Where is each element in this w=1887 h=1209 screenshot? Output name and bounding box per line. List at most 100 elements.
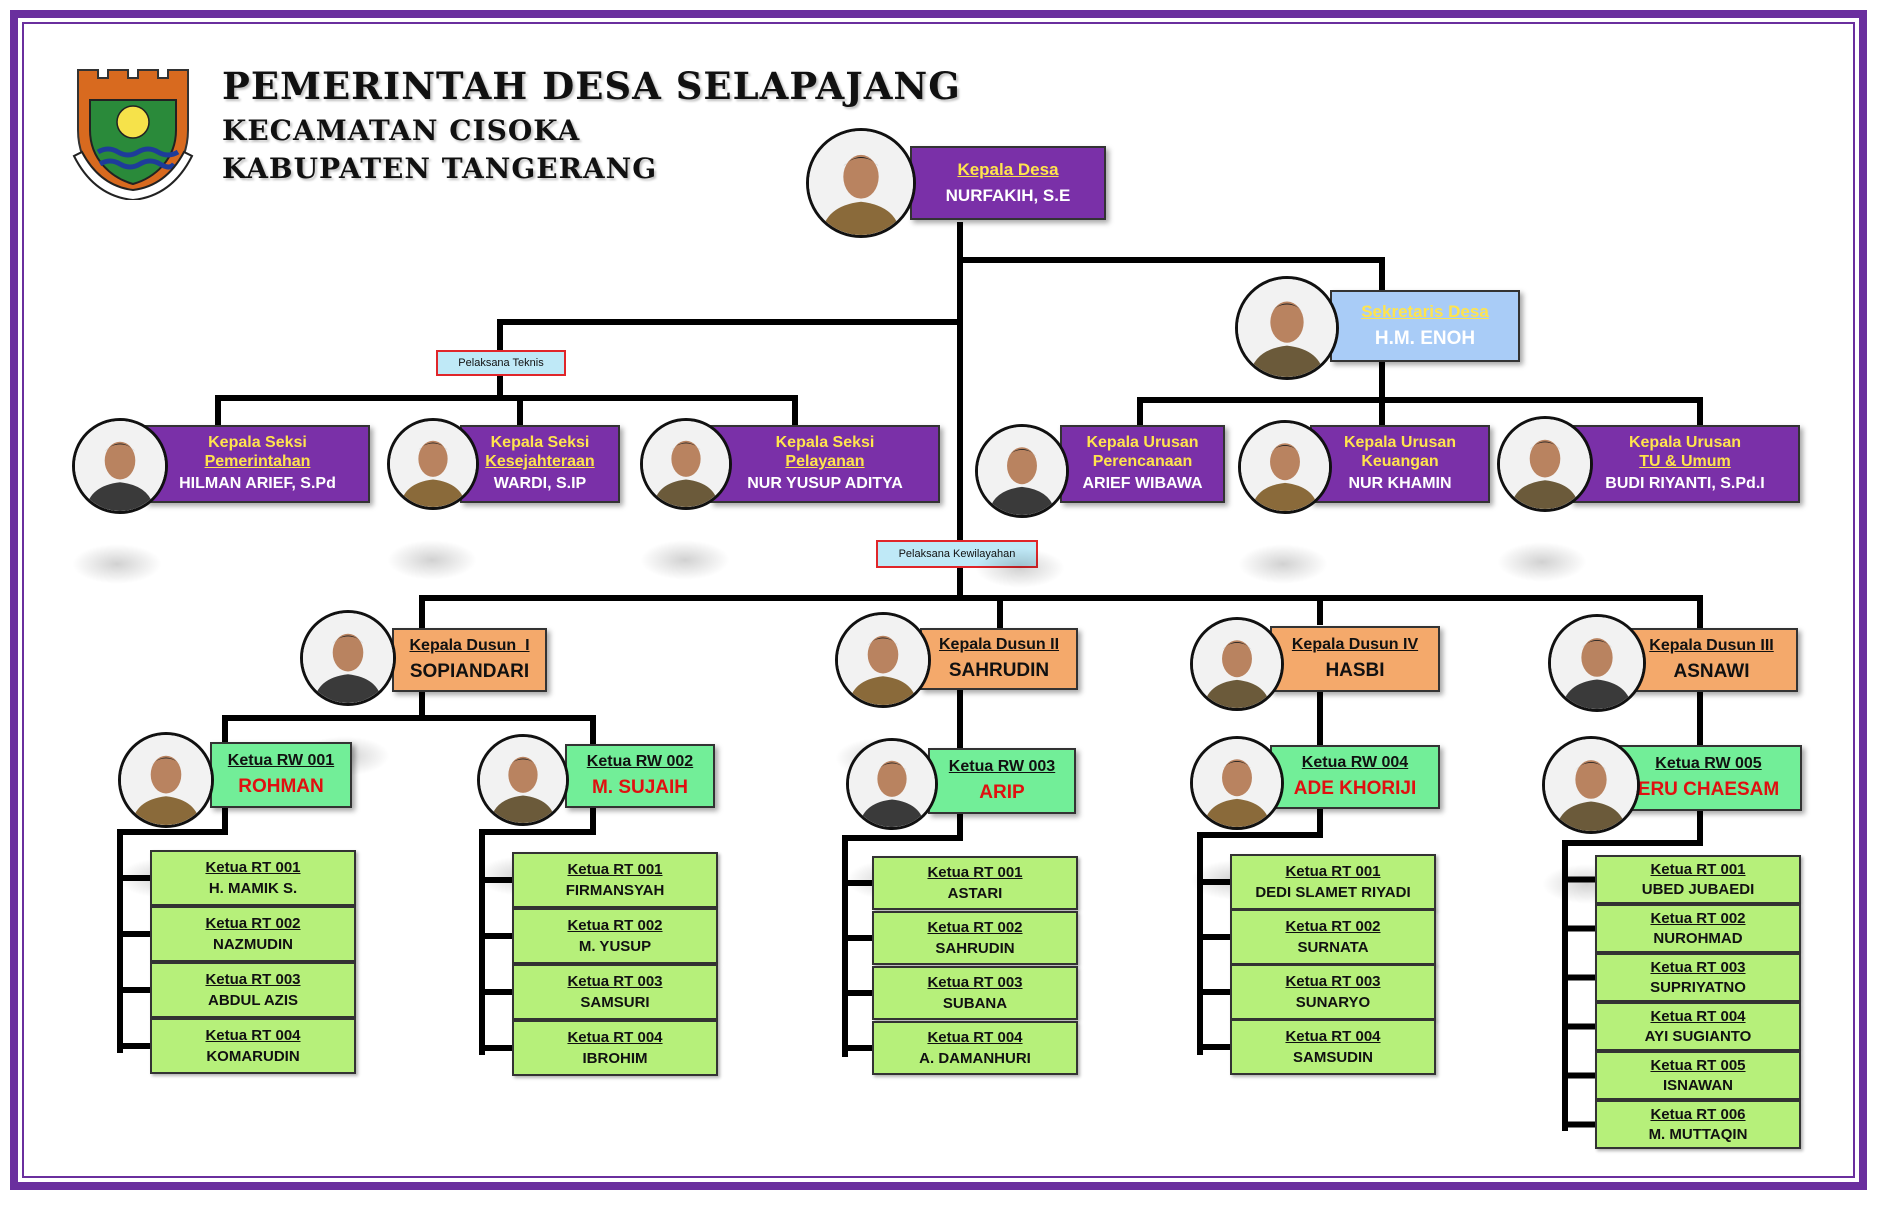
ketua-rt-name: SUNARYO — [1295, 993, 1371, 1011]
ketua-rt-role: Ketua RT 004 — [1285, 1028, 1381, 1046]
ketua-rt-name: IBROHIM — [582, 1049, 648, 1067]
ketua-rt-name: UBED JUBAEDI — [1641, 881, 1755, 898]
kepala-seksi-title: Kepala Seksi — [775, 434, 875, 452]
ketua-rt-name: M. MUTTAQIN — [1648, 1126, 1748, 1143]
ketua-rt-name: KOMARUDIN — [206, 1047, 300, 1065]
ketua-rw-name: ROHMAN — [238, 775, 324, 797]
ketua-rw-role: Ketua RW 005 — [1655, 755, 1762, 773]
kepala-seksi-photo — [387, 418, 479, 510]
kepala-urusan-photo-shadow — [1497, 542, 1587, 582]
kepala-seksi-name: NUR YUSUP ADITYA — [747, 475, 903, 493]
person-icon — [1238, 279, 1336, 377]
person-icon — [1500, 419, 1590, 509]
pelaksana-teknis-tag: Pelaksana Teknis — [436, 350, 566, 376]
kepala-seksi-title: Kepala Seksi — [208, 434, 307, 452]
ketua-rw-photo — [118, 732, 214, 828]
pelaksana-kewilayahan-tag: Pelaksana Kewilayahan — [876, 540, 1038, 568]
ketua-rt-name: DEDI SLAMET RIYADI — [1255, 883, 1411, 901]
kepala-seksi-title: Kepala Seksi — [490, 434, 590, 452]
ketua-rt-name: SAMSURI — [580, 993, 650, 1011]
kepala-desa-box: Kepala Desa NURFAKIH, S.E — [910, 146, 1106, 220]
kepala-dusun-role: Kepala Dusun IV — [1291, 636, 1419, 654]
ketua-rt-role: Ketua RT 004 — [927, 1029, 1023, 1047]
kepala-dusun-name: SOPIANDARI — [409, 660, 530, 682]
kepala-urusan-photo — [1497, 416, 1593, 512]
kepala-urusan-title: Kepala Urusan — [1343, 434, 1457, 452]
ketua-rw-name: ERU CHAESAM — [1637, 778, 1780, 800]
person-icon — [809, 131, 913, 235]
ketua-rt-role: Ketua RT 003 — [567, 973, 663, 991]
ketua-rw-name: M. SUJAIH — [591, 776, 689, 798]
person-icon — [1193, 620, 1281, 708]
ketua-rt-name: NAZMUDIN — [213, 935, 293, 953]
kepala-dusun-role: Kepala Dusun II — [938, 636, 1060, 654]
person-icon — [75, 421, 165, 511]
kepala-dusun-photo — [835, 612, 931, 708]
kepala-urusan-name: ARIEF WIBAWA — [1082, 475, 1203, 493]
kepala-urusan-name: NUR KHAMIN — [1348, 475, 1452, 493]
ketua-rt-box: Ketua RT 002 M. YUSUP — [512, 908, 718, 964]
ketua-rt-role: Ketua RT 002 — [567, 917, 663, 935]
inner-frame — [22, 22, 1855, 1178]
kepala-seksi-field: Kesejahteraan — [485, 452, 595, 470]
kepala-dusun-box: Kepala Dusun II SAHRUDIN — [920, 628, 1078, 690]
kepala-urusan-photo-shadow — [1238, 544, 1328, 584]
ketua-rt-role: Ketua RT 004 — [567, 1029, 663, 1047]
kepala-seksi-name: WARDI, S.IP — [493, 475, 587, 493]
ketua-rw-name: ADE KHORIJI — [1293, 777, 1417, 799]
ketua-rw-photo — [1190, 736, 1284, 830]
ketua-rw-role: Ketua RW 003 — [948, 758, 1056, 776]
ketua-rw-role: Ketua RW 001 — [227, 752, 335, 770]
kepala-desa-role: Kepala Desa — [957, 160, 1059, 180]
ketua-rt-role: Ketua RT 003 — [927, 974, 1023, 992]
ketua-rt-name: SUPRIYATNO — [1650, 979, 1746, 996]
ketua-rt-role: Ketua RT 006 — [1650, 1105, 1746, 1123]
kepala-dusun-name: SAHRUDIN — [948, 659, 1050, 681]
kepala-urusan-field: Keuangan — [1361, 452, 1439, 470]
kepala-seksi-field: Pemerintahan — [204, 452, 311, 470]
kepala-urusan-field: TU & Umum — [1639, 452, 1731, 470]
kepala-dusun-photo — [300, 610, 396, 706]
ketua-rt-name: SAMSUDIN — [1292, 1048, 1373, 1066]
kepala-dusun-name: ASNAWI — [1673, 660, 1750, 682]
kepala-seksi-field: Pelayanan — [785, 452, 865, 470]
person-icon — [303, 613, 393, 703]
kepala-dusun-photo — [1548, 614, 1646, 712]
person-icon — [849, 741, 935, 827]
ketua-rt-name: ABDUL AZIS — [208, 991, 298, 1009]
sekretaris-desa-name: H.M. ENOH — [1374, 327, 1476, 349]
person-icon — [838, 615, 928, 705]
ketua-rt-role: Ketua RT 003 — [205, 971, 301, 989]
ketua-rt-name: SUBANA — [942, 994, 1008, 1012]
outer-frame — [10, 10, 1867, 1190]
ketua-rt-name: A. DAMANHURI — [919, 1049, 1031, 1067]
kepala-urusan-photo — [975, 424, 1069, 518]
person-icon — [480, 737, 566, 823]
ketua-rt-name: M. YUSUP — [578, 937, 652, 955]
sekretaris-desa-role: Sekretaris Desa — [1361, 302, 1489, 322]
ketua-rt-role: Ketua RT 001 — [567, 861, 663, 879]
kecamatan-title: KECAMATAN CISOKA — [222, 114, 581, 147]
